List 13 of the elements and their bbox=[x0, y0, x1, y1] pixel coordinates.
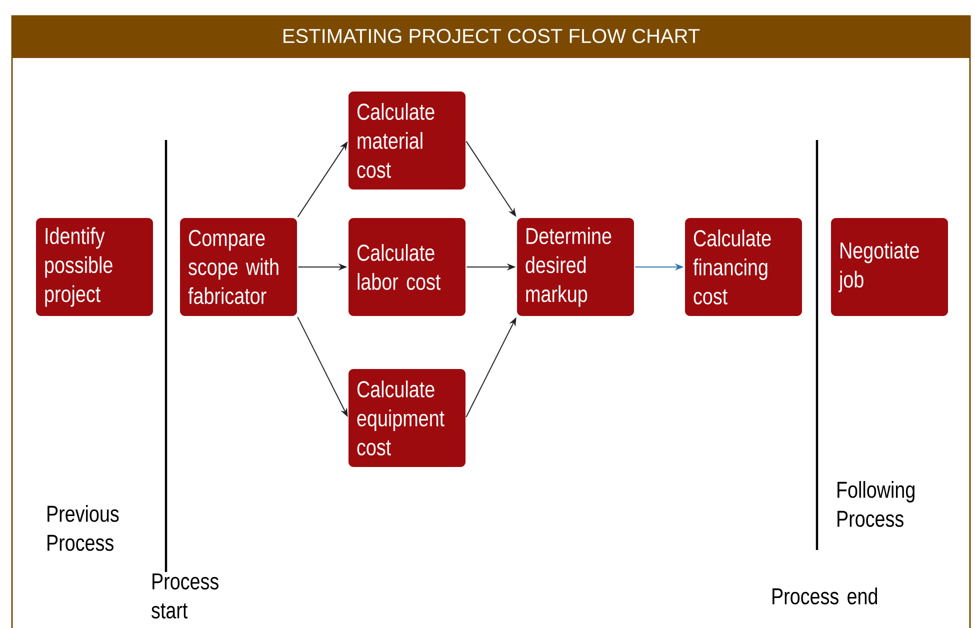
process-box: Compare scope with fabricator bbox=[180, 218, 297, 316]
process-box: Calculate material cost bbox=[348, 92, 466, 190]
process-box: Identify possible project bbox=[36, 218, 153, 316]
process-box: Calculate financing cost bbox=[685, 218, 802, 316]
label: Process end bbox=[772, 588, 878, 604]
title-banner: ESTIMATING PROJECT COST FLOW CHART bbox=[12, 16, 970, 58]
process-box: Calculate labor cost bbox=[348, 218, 466, 316]
label: Following Process bbox=[838, 481, 914, 527]
process-box: Calculate equipment cost bbox=[348, 368, 466, 467]
label: Process start bbox=[152, 573, 218, 618]
label: Previous Process bbox=[48, 505, 119, 551]
process-box: Negotiate job bbox=[831, 218, 948, 316]
process-box: Determine desired markup bbox=[517, 218, 634, 316]
